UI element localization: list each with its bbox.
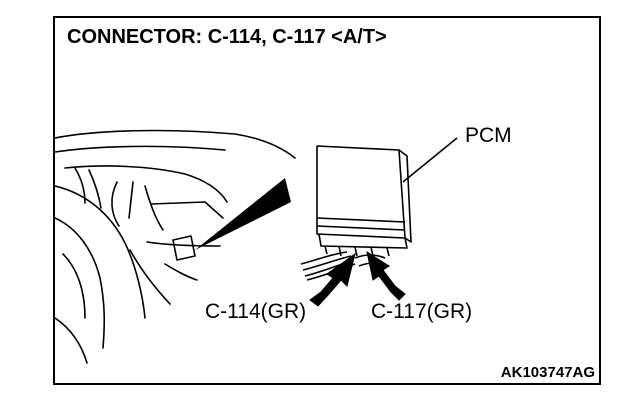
- pcm-unit: [316, 145, 412, 257]
- diagram-title: CONNECTOR: C-114, C-117 <A/T>: [67, 26, 387, 48]
- figure-code: AK103747AG: [500, 364, 595, 381]
- diagram-frame: CONNECTOR: C-114, C-117 <A/T>: [53, 16, 601, 385]
- connector-illustration: [55, 129, 458, 364]
- callout-wedge: [195, 178, 291, 250]
- dash-connector-block: [172, 235, 196, 261]
- c114-label: C-114(GR): [205, 300, 307, 323]
- dashboard-outline: [55, 129, 296, 364]
- c117-label: C-117(GR): [371, 300, 473, 323]
- pcm-label: PCM: [465, 124, 512, 147]
- c117-arrow: [366, 250, 406, 301]
- c114-arrow: [309, 252, 356, 307]
- pcm-leader-line: [402, 137, 458, 183]
